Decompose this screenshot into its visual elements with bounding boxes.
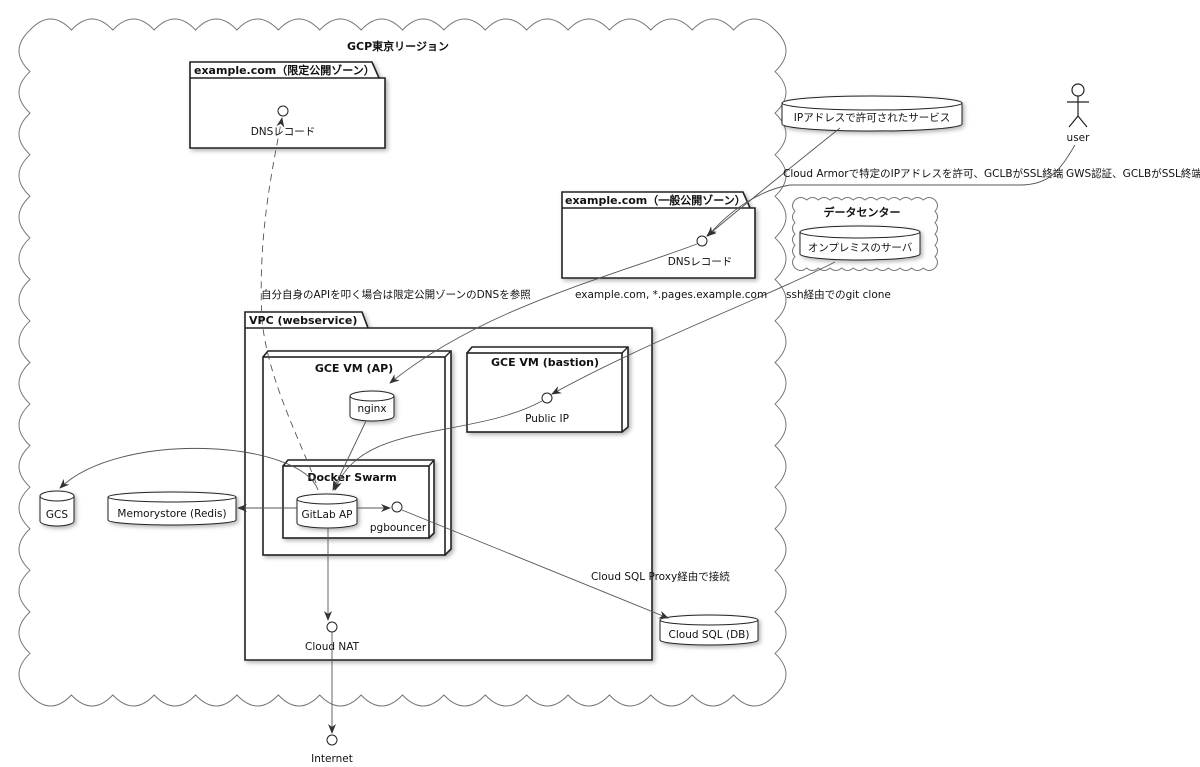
private-dns-record-label: DNSレコード [251,126,316,138]
edge-label-cloud-armor: Cloud Armorで特定のIPアドレスを許可、GCLBがSSL終端 [783,167,1064,180]
edge-public-dns-to-nginx [389,243,698,384]
gitlab-ap-database [296,493,358,529]
private-zone-title: example.com（限定公開ゾーン） [194,63,375,77]
gce-vm-ap-title: GCE VM (AP) [315,362,393,375]
edge-ip-service-to-public-dns [706,127,841,237]
datacenter-title: データセンター [824,205,901,219]
edge-label-gws: GWS認証、GCLBがSSL終端 [1066,167,1200,180]
public-dns-record-label: DNSレコード [668,256,733,268]
edge-nginx-to-gitlab [332,420,367,491]
gcs-label: GCS [46,509,68,521]
cloud-sql-database [659,614,759,646]
public-zone-package [561,191,756,279]
user-label: user [1067,132,1091,144]
edge-label-sql-proxy: Cloud SQL Proxy経由で接続 [591,570,730,583]
gcs-database [39,490,75,527]
gce-vm-bastion-title: GCE VM (bastion) [491,356,599,369]
user-actor-icon [1067,83,1089,128]
edge-gitlab-to-private-dns [260,117,317,484]
edge-user-to-public-dns [707,144,1076,237]
edge-label-private-dns: 自分自身のAPIを叩く場合は限定公開ゾーンのDNSを参照 [261,288,531,301]
edge-gitlab-to-gcs [59,448,319,491]
memorystore-database [107,491,237,526]
ip-service-database [781,95,963,132]
cloud-nat-interface [326,621,338,633]
onprem-server-label: オンプレミスのサーバ [808,242,913,254]
vpc-title: VPC (webservice) [249,314,357,327]
public-ip-label: Public IP [525,413,569,425]
region-title: GCP東京リージョン [347,39,449,53]
edge-label-public-dns: example.com, *.pages.example.com [575,289,767,301]
cloud-sql-label: Cloud SQL (DB) [669,629,750,641]
docker-swarm-title: Docker Swarm [307,471,396,484]
nginx-database [349,390,395,422]
pgbouncer-interface [391,501,403,513]
internet-label: Internet [311,753,353,765]
edge-public-ip-to-gitlab [334,400,543,491]
public-ip-interface [541,392,553,404]
pgbouncer-label: pgbouncer [370,522,427,534]
private-zone-package [189,61,386,149]
ip-service-label: IPアドレスで許可されたサービス [794,111,950,124]
private-dns-record-interface [277,105,289,117]
public-zone-title: example.com（一般公開ゾーン） [565,193,746,207]
public-dns-record-interface [696,235,708,247]
edge-label-ssh: ssh経由でのgit clone [786,288,891,301]
gitlab-ap-label: GitLab AP [302,509,353,521]
onprem-server-database [799,225,921,261]
edge-pgbouncer-to-cloud-sql [401,509,669,619]
edge-onprem-to-public-ip [551,261,836,395]
memorystore-label: Memorystore (Redis) [117,508,226,520]
internet-interface [326,734,338,746]
nginx-label: nginx [357,403,386,415]
